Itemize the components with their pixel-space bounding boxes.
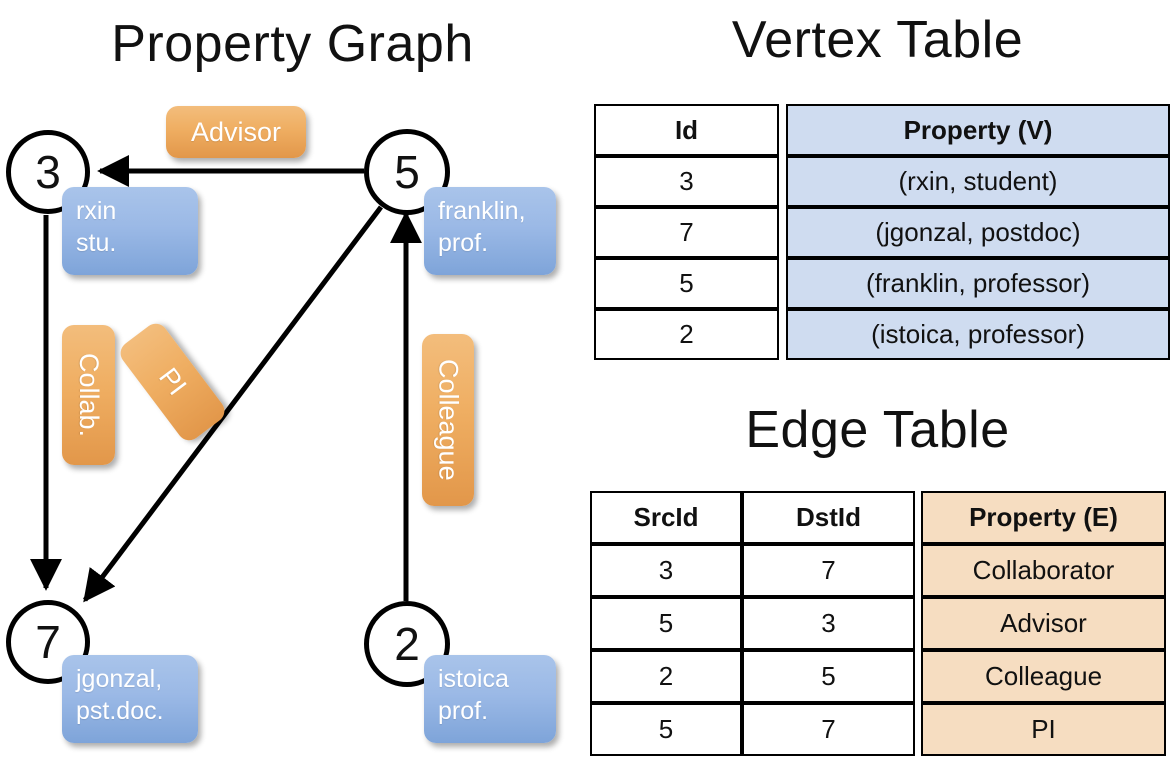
property-graph-diagram: 3 5 7 2 rxin stu. franklin, prof. jgonza… <box>6 106 556 743</box>
vertex-property-line-1: franklin, <box>438 197 526 225</box>
vertex-table-cell-id: 2 <box>594 309 779 360</box>
vertex-property-box-5: franklin, prof. <box>424 187 556 275</box>
vertex-table: Id Property (V) 3 (rxin, student) 7 (jgo… <box>594 104 1170 360</box>
vertex-table-cell-property: (jgonzal, postdoc) <box>786 207 1170 258</box>
edge-table-header-dstid: DstId <box>742 491 915 544</box>
table-header-row: SrcId DstId Property (E) <box>590 491 1166 544</box>
vertex-property-line-1: rxin <box>76 197 117 225</box>
edge-label-text: Collab. <box>74 352 104 438</box>
column-gap <box>915 597 921 650</box>
page-title-vertex-table: Vertex Table <box>731 11 1024 69</box>
edge-table-cell-srcid: 5 <box>590 597 742 650</box>
vertex-id-label: 3 <box>35 146 61 198</box>
vertex-id-label: 5 <box>394 146 420 198</box>
vertex-table-cell-property: (istoica, professor) <box>786 309 1170 360</box>
table-row[interactable]: 3 (rxin, student) <box>594 156 1170 207</box>
edge-label-collab: Collab. <box>62 325 115 465</box>
column-gap <box>779 258 786 309</box>
edge-table-cell-srcid: 2 <box>590 650 742 703</box>
vertex-table-cell-id: 3 <box>594 156 779 207</box>
edge-label-text: Colleague <box>433 359 464 481</box>
vertex-property-line-1: istoica <box>438 665 509 693</box>
vertex-property-line-2: prof. <box>438 697 489 725</box>
edge-table-cell-property: Colleague <box>921 650 1166 703</box>
edge-label-text: Advisor <box>190 116 282 147</box>
column-gap <box>779 104 786 156</box>
table-header-row: Id Property (V) <box>594 104 1170 156</box>
table-row[interactable]: 5 (franklin, professor) <box>594 258 1170 309</box>
edge-table-header-property: Property (E) <box>921 491 1166 544</box>
table-row[interactable]: 5 3 Advisor <box>590 597 1166 650</box>
vertex-property-line-2: prof. <box>438 229 489 257</box>
table-row[interactable]: 3 7 Collaborator <box>590 544 1166 597</box>
table-row[interactable]: 2 5 Colleague <box>590 650 1166 703</box>
vertex-property-line-1: jgonzal, <box>76 665 163 693</box>
graph-edges-layer <box>29 154 423 603</box>
vertex-table-cell-id: 5 <box>594 258 779 309</box>
edge-table: SrcId DstId Property (E) 3 7 Collaborato… <box>590 491 1166 756</box>
vertex-circle-2[interactable]: 2 <box>364 601 450 687</box>
table-row[interactable]: 2 (istoica, professor) <box>594 309 1170 360</box>
table-row[interactable]: 7 (jgonzal, postdoc) <box>594 207 1170 258</box>
column-gap <box>915 544 921 597</box>
edge-table-cell-dstid: 3 <box>742 597 915 650</box>
vertex-property-line-2: pst.doc. <box>76 697 164 725</box>
column-gap <box>915 491 921 544</box>
vertex-property-box-3: rxin stu. <box>62 187 198 275</box>
vertex-id-label: 7 <box>35 616 61 668</box>
vertex-table-header-property: Property (V) <box>786 104 1170 156</box>
column-gap <box>779 207 786 258</box>
edge-5-to-7 <box>83 205 383 603</box>
edge-label-advisor: Advisor <box>166 106 306 158</box>
page-title-property-graph: Property Graph <box>111 15 474 73</box>
vertex-property-box-7: jgonzal, pst.doc. <box>62 655 198 743</box>
vertex-table-cell-property: (rxin, student) <box>786 156 1170 207</box>
edge-table-cell-srcid: 3 <box>590 544 742 597</box>
column-gap <box>779 156 786 207</box>
table-row[interactable]: 5 7 PI <box>590 703 1166 756</box>
vertex-table-cell-property: (franklin, professor) <box>786 258 1170 309</box>
column-gap <box>915 650 921 703</box>
edge-table-cell-srcid: 5 <box>590 703 742 756</box>
page-title-edge-table: Edge Table <box>745 401 1010 459</box>
vertex-table-header-id: Id <box>594 104 779 156</box>
vertex-id-label: 2 <box>394 618 420 670</box>
edge-table-header-srcid: SrcId <box>590 491 742 544</box>
vertex-property-box-2: istoica prof. <box>424 655 556 743</box>
edge-table-cell-property: Collaborator <box>921 544 1166 597</box>
vertex-property-line-2: stu. <box>76 229 117 257</box>
column-gap <box>915 703 921 756</box>
edge-table-cell-property: Advisor <box>921 597 1166 650</box>
edge-table-cell-property: PI <box>921 703 1166 756</box>
edge-table-cell-dstid: 7 <box>742 544 915 597</box>
edge-label-colleague: Colleague <box>422 334 474 506</box>
edge-table-cell-dstid: 7 <box>742 703 915 756</box>
edge-table-cell-dstid: 5 <box>742 650 915 703</box>
edge-label-text: PI <box>153 362 193 401</box>
vertex-table-cell-id: 7 <box>594 207 779 258</box>
column-gap <box>779 309 786 360</box>
